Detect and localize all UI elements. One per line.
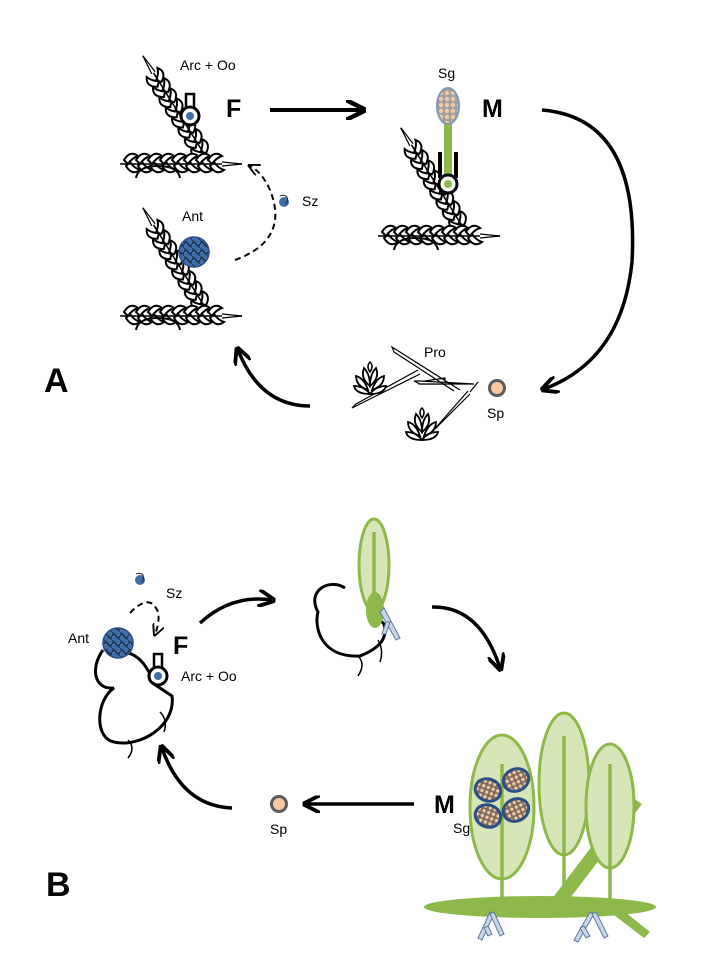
male-leafy-shoot-a (120, 203, 242, 330)
seta-a (444, 124, 452, 186)
antheridium-icon-a (178, 236, 210, 268)
label-sporogonium-a: Sg (438, 65, 455, 81)
young-thallus-b (313, 582, 387, 658)
spermatozoid-icon-a (278, 194, 290, 208)
young-rhizoid-b (379, 607, 401, 641)
label-spermatozoid-b: Sz (166, 585, 182, 601)
mature-sporophyte-plant-b (424, 711, 656, 943)
arrow-young-to-mature-b (431, 605, 500, 668)
arrow-f-to-young-sporophyte-b (198, 599, 272, 625)
protonema-a (351, 345, 479, 441)
archegonium-icon-b (147, 652, 169, 687)
sporogonium-capsule-a (436, 87, 460, 125)
archegonium-icon-a (179, 92, 201, 127)
label-mature-a: M (482, 95, 503, 123)
spore-icon-b (270, 795, 288, 813)
label-spermatozoid-a: Sz (302, 193, 318, 209)
arrow-sp-to-plant-a (238, 350, 311, 408)
label-antheridium-b: Ant (68, 630, 89, 646)
label-archegonium-b: Arc + Oo (181, 668, 237, 684)
label-spore-b: Sp (270, 821, 287, 837)
fertilization-arrow-a (234, 166, 277, 261)
label-mature-b: M (434, 791, 455, 819)
arrow-sp-to-thallus-b (162, 748, 233, 810)
fertilization-arrow-b (129, 601, 159, 634)
panel-b: Ant F Arc + Oo Sz (46, 517, 656, 943)
label-spore-a: Sp (487, 405, 504, 421)
young-sporophyte-foot-b (366, 592, 384, 628)
arrow-m-to-sp-a (542, 108, 635, 389)
panel-label-a: A (44, 362, 69, 400)
label-archegonium-a: Arc + Oo (180, 57, 236, 73)
panel-label-b: B (46, 866, 71, 904)
thallus-gametophyte-b (96, 652, 176, 740)
label-sporogonium-b: Sg (453, 820, 470, 836)
spermatozoid-icon-b (134, 572, 146, 586)
spore-icon-a (488, 379, 506, 397)
label-protonema-a: Pro (424, 344, 446, 360)
label-antheridium-a: Ant (182, 208, 203, 224)
label-female-a: F (226, 95, 241, 123)
antheridium-icon-b (102, 627, 134, 659)
label-female-b: F (173, 632, 188, 660)
sporogonium-cluster-b (473, 767, 531, 829)
panel-a: Arc + Oo F Ant Sz Sg M (44, 51, 635, 441)
